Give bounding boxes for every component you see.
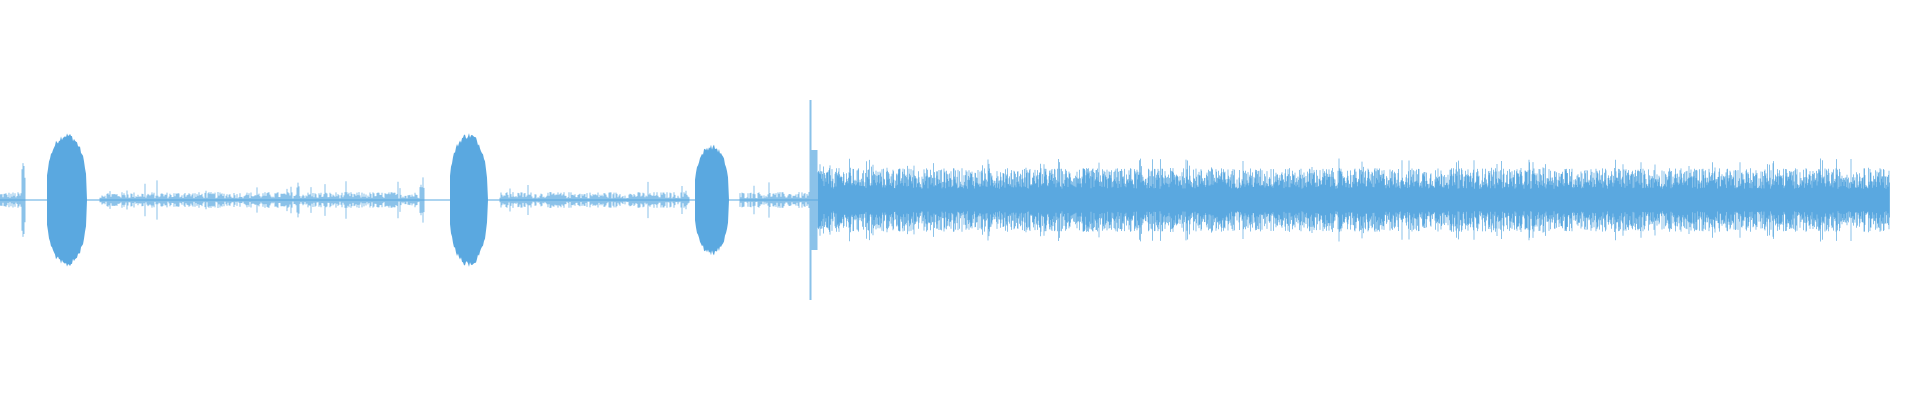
waveform-samples	[0, 100, 1890, 300]
